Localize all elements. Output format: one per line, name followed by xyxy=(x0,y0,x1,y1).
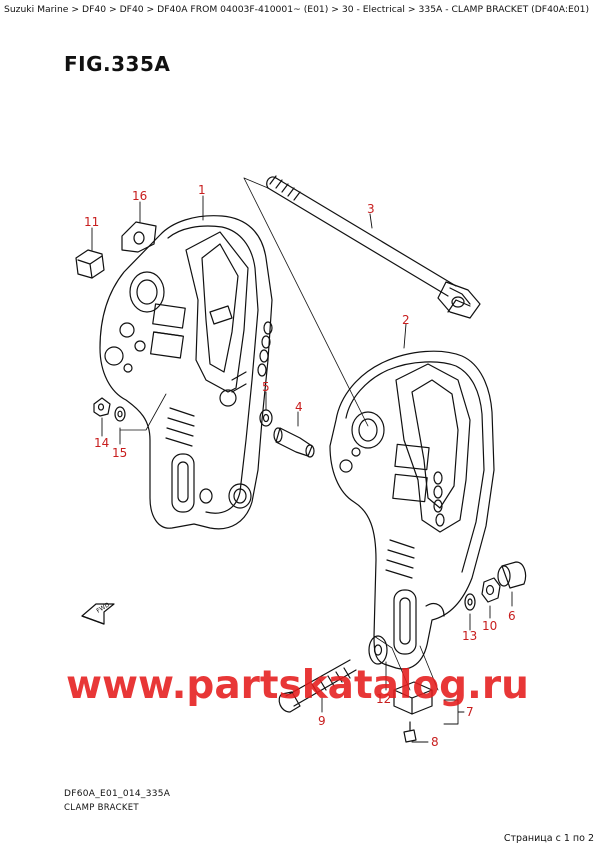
figure-title: FIG.335A xyxy=(64,52,171,76)
page-indicator: Страница с 1 по 2 xyxy=(503,833,594,844)
nut-14-part[interactable] xyxy=(93,397,111,417)
fwd-label: FWD xyxy=(95,601,111,615)
callout-1: 1 xyxy=(198,183,206,197)
figure-caption: CLAMP BRACKET xyxy=(64,803,139,813)
callout-10: 10 xyxy=(482,619,497,633)
nut-11-part[interactable] xyxy=(75,249,105,279)
clamp-bracket-right-part[interactable] xyxy=(329,350,495,670)
washer-15-part[interactable] xyxy=(114,406,126,422)
figure-code: DF60A_E01_014_335A xyxy=(64,789,171,799)
nut-10-part[interactable] xyxy=(481,577,501,603)
callout-12: 12 xyxy=(376,692,391,706)
forward-arrow-icon xyxy=(81,603,115,625)
washer-12-part[interactable] xyxy=(368,635,388,665)
callout-9: 9 xyxy=(318,714,326,728)
callout-7: 7 xyxy=(466,705,474,719)
callout-16: 16 xyxy=(132,189,147,203)
callout-4: 4 xyxy=(295,400,303,414)
callout-15: 15 xyxy=(112,446,127,460)
callout-5: 5 xyxy=(262,380,270,394)
washer-13-part[interactable] xyxy=(464,593,476,611)
bushing-pin-part[interactable] xyxy=(273,427,315,458)
watermark: www.partskatalog.ru xyxy=(66,663,529,708)
clamp-bolt-long-part[interactable] xyxy=(266,175,481,319)
callout-14: 14 xyxy=(94,436,109,450)
callout-6: 6 xyxy=(508,609,516,623)
callout-13: 13 xyxy=(462,629,477,643)
callout-8: 8 xyxy=(431,735,439,749)
small-bolt-part[interactable] xyxy=(403,721,417,743)
clamp-screw-part[interactable] xyxy=(278,659,357,713)
clamp-bracket-left-part[interactable] xyxy=(99,215,273,530)
callout-2: 2 xyxy=(402,313,410,327)
thrust-block-part[interactable] xyxy=(393,681,433,715)
breadcrumb[interactable]: Suzuki Marine > DF40 > DF40 > DF40A FROM… xyxy=(4,4,590,15)
callout-11: 11 xyxy=(84,215,99,229)
callout-3: 3 xyxy=(367,202,375,216)
washer-16-part[interactable] xyxy=(121,221,157,253)
cap-nut-part[interactable] xyxy=(497,561,527,589)
